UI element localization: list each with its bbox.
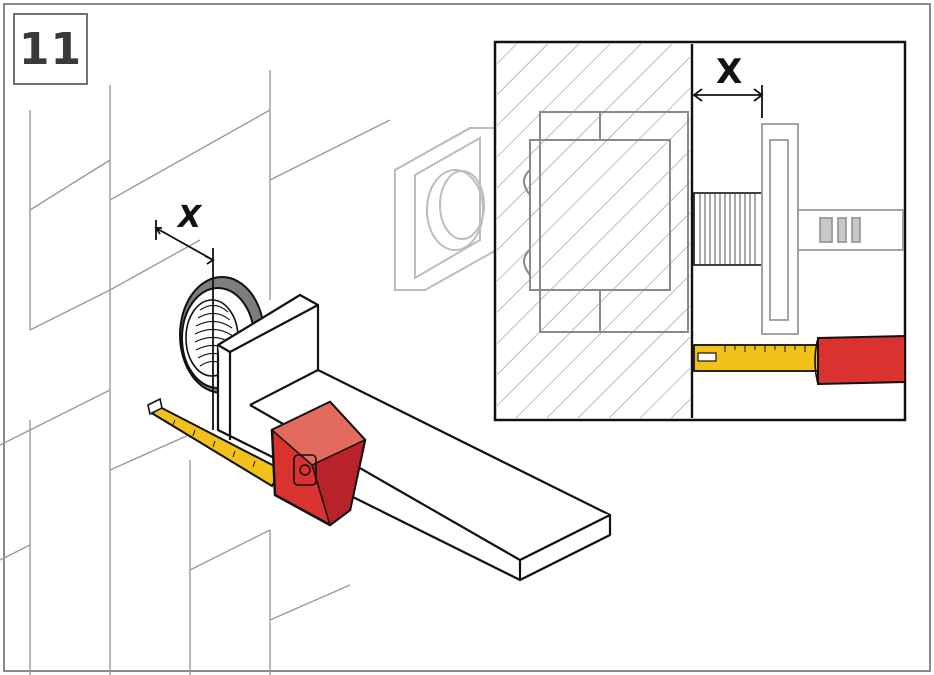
- tape-measure-main: [147, 397, 367, 527]
- wall-tiles: [0, 70, 391, 675]
- dimension-label-detail: X: [716, 52, 743, 92]
- step-number: 11: [18, 23, 83, 75]
- step-number-box: 11: [13, 13, 88, 85]
- outer-frame: [3, 3, 931, 672]
- dimension-line-main: [154, 220, 215, 430]
- detail-panel: [493, 40, 907, 422]
- dimension-label-main: X: [178, 200, 202, 235]
- ghost-mounting-block: [394, 127, 501, 291]
